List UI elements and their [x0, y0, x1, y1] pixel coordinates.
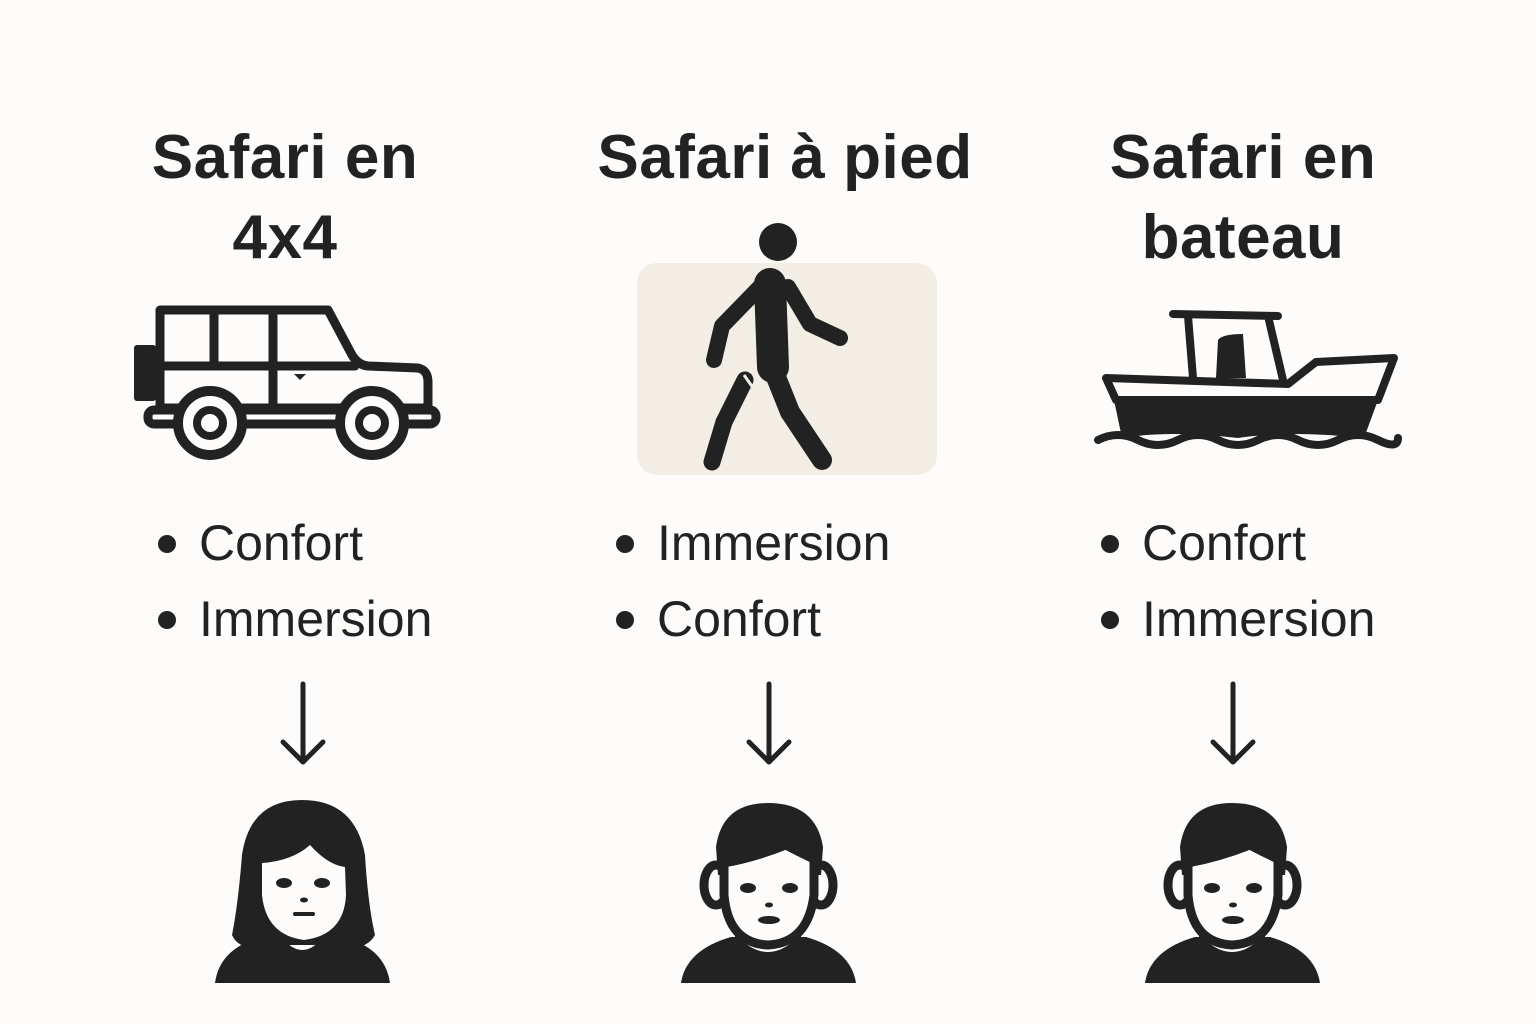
title-line: Safari en [151, 123, 419, 192]
arrow-down-icon [1210, 681, 1256, 765]
features-list: Immersion Confort [613, 505, 890, 657]
woman-avatar-icon [215, 800, 390, 983]
features-list: Confort Immersion [155, 505, 432, 657]
title-line: Safari en [1109, 123, 1377, 192]
column-safari-a-pied: Safari à pied Immersion Confort [570, 0, 1000, 1024]
title-line: Safari à pied [597, 123, 973, 192]
feature-item: Confort [613, 581, 890, 657]
title-line: bateau [1141, 203, 1345, 272]
feature-item: Immersion [1098, 581, 1375, 657]
feature-item: Confort [1098, 505, 1375, 581]
man-avatar-icon [1145, 803, 1320, 983]
feature-item: Confort [155, 505, 432, 581]
title-line: 4x4 [232, 203, 338, 272]
column-safari-4x4: Safari en 4x4 Confort Immersion [0, 0, 570, 1024]
feature-item: Immersion [155, 581, 432, 657]
column-title: Safari en bateau [1000, 118, 1486, 278]
features-list: Confort Immersion [1098, 505, 1375, 657]
walking-person-icon [703, 223, 848, 471]
jeep-4x4-icon [134, 305, 441, 460]
arrow-down-icon [746, 681, 792, 765]
man-avatar-icon [681, 803, 856, 983]
column-safari-bateau: Safari en bateau Confort Immersion [1000, 0, 1536, 1024]
feature-item: Immersion [613, 505, 890, 581]
column-title: Safari en 4x4 [0, 118, 570, 278]
boat-icon [1094, 310, 1402, 449]
column-title: Safari à pied [570, 118, 1000, 198]
arrow-down-icon [280, 681, 326, 765]
